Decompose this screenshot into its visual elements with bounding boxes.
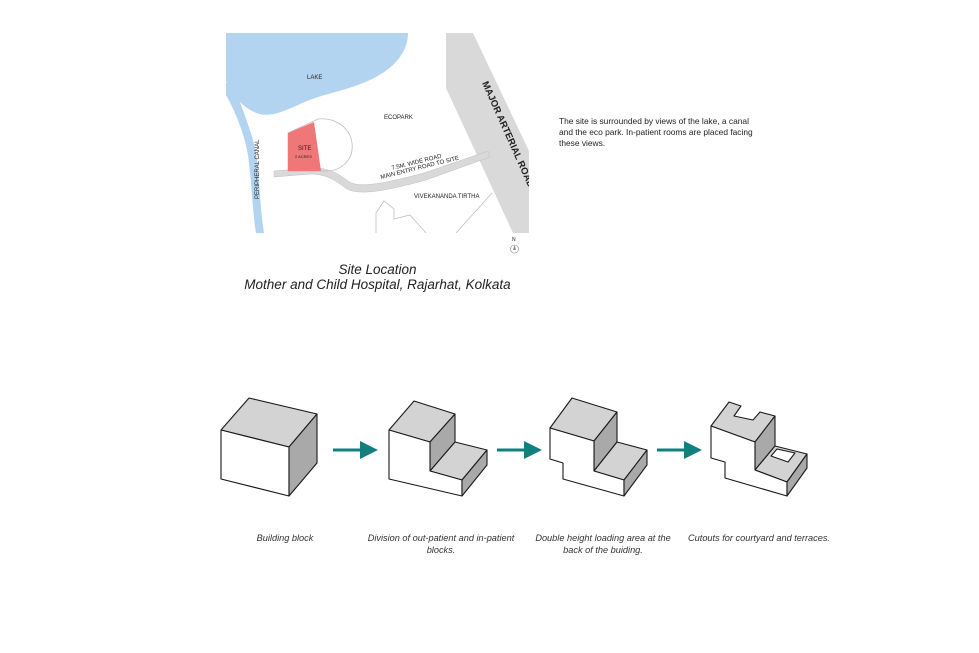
site-description: The site is surrounded by views of the l… (559, 116, 753, 148)
lake-label: LAKE (307, 75, 322, 81)
massing-sequence (215, 390, 815, 505)
caption-cutouts: Cutouts for courtyard and terraces. (688, 533, 830, 543)
canal-label: PERIPHERAL CANAL (255, 139, 261, 199)
north-pointer-icon (513, 245, 516, 250)
site-location-title: Site Location Mother and Child Hospital,… (226, 262, 529, 292)
caption-building-block: Building block (256, 533, 314, 543)
peripheral-canal (226, 81, 264, 233)
massing-block-3 (549, 397, 648, 497)
site-boundary-outline (287, 118, 353, 172)
site-title-line1: Site Location (338, 262, 417, 277)
vivekananda-label: VIVEKANANDA TIRTHA (414, 194, 479, 200)
site-map: LAKE ECOPARK PERIPHERAL CANAL SITE 2 ACR… (226, 33, 529, 233)
plot-line (455, 192, 493, 233)
caption-loading-area: Double height loading area at the back o… (535, 533, 671, 555)
site-area-label: 2 ACRES (295, 154, 312, 159)
vivekananda-outline (375, 200, 427, 233)
massing-block-4 (710, 401, 808, 497)
site-highlight (288, 122, 321, 171)
site-title-line2: Mother and Child Hospital, Rajarhat, Kol… (244, 277, 511, 292)
north-arrow: N (507, 234, 521, 256)
caption-division: Division of out-patient and in-patient b… (367, 533, 515, 555)
north-label: N (512, 237, 516, 243)
ecopark-label: ECOPARK (384, 115, 413, 121)
lake-area (226, 33, 408, 115)
site-label: SITE (298, 146, 311, 152)
massing-block-2 (388, 400, 488, 497)
massing-block-1 (220, 397, 318, 497)
entry-road (273, 150, 491, 193)
arterial-road (446, 33, 529, 233)
